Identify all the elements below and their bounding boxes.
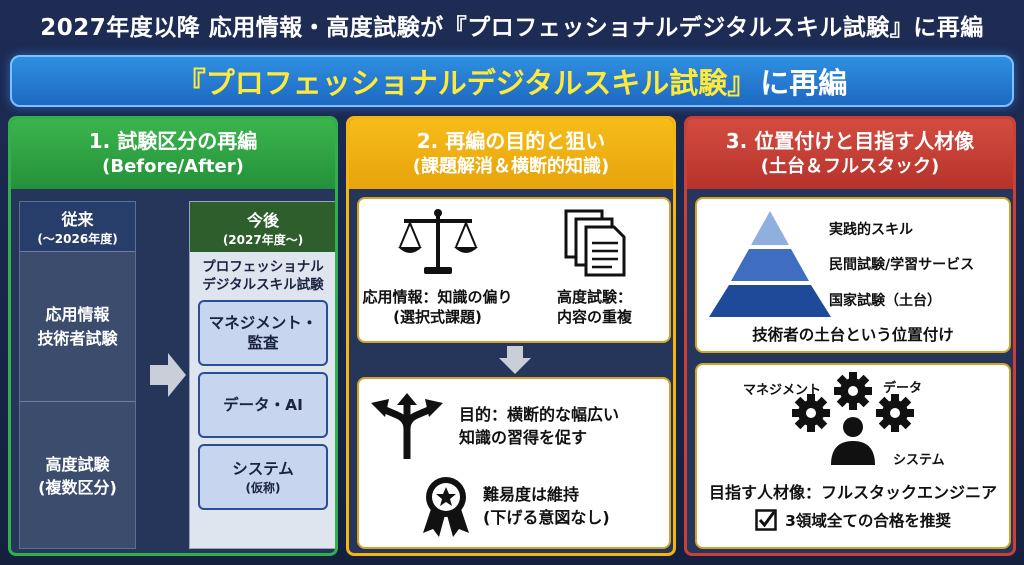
target-card: マネジメント データ システム [695, 363, 1011, 549]
purpose-line1: 目的：横断的な幅広い [459, 404, 620, 424]
before-item-line1: 応用情報 [45, 305, 110, 325]
page-title: 2027年度以降 応用情報・高度試験が『プロフェッショナルデジタルスキル試験』に… [40, 15, 984, 41]
difficulty-row: 難易度は維持 (下げる意図なし) [421, 475, 661, 537]
headline-banner: 『プロフェッショナルデジタルスキル試験』 に再編 [10, 55, 1014, 107]
arrow-down-icon [499, 346, 531, 374]
difficulty-line2: (下げる意図なし) [483, 508, 610, 527]
pyramid-card: 実践的スキル 民間試験/学習サービス 国家試験（土台） 技術者の土台という位置付… [695, 197, 1011, 353]
issue-line1: 高度試験： [556, 288, 632, 306]
pyramid-label-top: 実践的スキル [829, 222, 913, 238]
issues-card: 応用情報：知識の偏り (選択式課題) 高度試験： 内容の重複 [357, 197, 671, 343]
panel2-header: 2. 再編の目的と狙い (課題解消＆横断的知識) [349, 119, 673, 189]
panel2-subtitle: (課題解消＆横断的知識) [412, 156, 610, 178]
pyramid-level-top [751, 211, 789, 245]
panel-exam-restructure: 1. 試験区分の再編 (Before/After) 従来 (～2026年度) 応… [8, 116, 338, 556]
after-head-period: (2027年度～) [222, 232, 304, 247]
branching-arrows-icon [371, 393, 443, 459]
before-item-applied: 応用情報 技術者試験 [20, 252, 135, 401]
panel-positioning: 3. 位置付けと目指す人材像 (土台＆フルスタック) 実践的スキル 民間試験/学… [684, 116, 1016, 556]
after-item-management: マネジメント・ 監査 [198, 300, 328, 367]
difficulty-line1: 難易度は維持 [483, 484, 580, 504]
issue-applied: 応用情報：知識の偏り (選択式課題) [359, 199, 516, 341]
before-column: 従来 (～2026年度) 応用情報 技術者試験 高度試験 (複数区分) [19, 201, 136, 549]
before-item-line2: (複数区分) [38, 478, 117, 497]
after-exam-title-line2: デジタルスキル試験 [202, 277, 324, 294]
panel1-header: 1. 試験区分の再編 (Before/After) [11, 119, 335, 189]
banner-main-text: 『プロフェッショナルデジタルスキル試験』 [176, 66, 757, 100]
after-item-line1: マネジメント・ [208, 313, 318, 332]
after-item-line1: システム [232, 459, 294, 478]
issue-line2: 内容の重複 [556, 308, 632, 327]
panel1-body: 従来 (～2026年度) 応用情報 技術者試験 高度試験 (複数区分) 今後 (… [19, 193, 335, 549]
after-item-data-ai: データ・AI [198, 372, 328, 439]
after-head-label: 今後 [246, 210, 279, 230]
after-exam-title-line1: プロフェッショナル [202, 259, 324, 275]
checkbox-checked-icon [755, 509, 777, 531]
pyramid-label-middle: 民間試験/学習サービス [829, 257, 975, 273]
panel3-title: 3. 位置付けと目指す人材像 [725, 129, 975, 154]
issue-line2: (選択式課題) [393, 308, 482, 327]
issue-applied-text: 応用情報：知識の偏り (選択式課題) [362, 287, 512, 328]
issue-line1: 応用情報：知識の偏り [362, 288, 513, 306]
purpose-card: 目的：横断的な幅広い 知識の習得を促す 難易度は維持 (下げる意図なし) [357, 377, 671, 549]
issue-advanced: 高度試験： 内容の重複 [516, 199, 673, 341]
purpose-line2: 知識の習得を促す [459, 428, 588, 447]
panel2-body: 応用情報：知識の偏り (選択式課題) 高度試験： 内容の重複 [357, 193, 671, 549]
target-recommendation: 3領域全ての合格を推奨 [697, 509, 1009, 531]
documents-icon [564, 209, 625, 277]
before-item-line2: 技術者試験 [37, 328, 118, 348]
target-persona: 目指す人材像：フルスタックエンジニア [708, 483, 997, 502]
balance-scale-icon [397, 209, 478, 274]
before-item-line1: 高度試験 [45, 454, 110, 474]
pyramid-diagram [709, 211, 831, 317]
before-head-period: (～2026年度) [37, 232, 118, 246]
panel1-subtitle: (Before/After) [102, 156, 244, 178]
label-system: システム [893, 453, 945, 468]
panel3-header: 3. 位置付けと目指す人材像 (土台＆フルスタック) [687, 119, 1013, 189]
pyramid-level-middle [731, 249, 809, 281]
panel1-title: 1. 試験区分の再編 [88, 129, 258, 154]
before-head-label: 従来 [61, 210, 94, 229]
panel2-title: 2. 再編の目的と狙い [416, 129, 606, 154]
after-item-line1: データ・AI [223, 395, 303, 414]
gears-person-icon [792, 372, 914, 465]
issue-advanced-text: 高度試験： 内容の重複 [557, 287, 632, 328]
purpose-text: 目的：横断的な幅広い 知識の習得を促す [459, 403, 619, 449]
label-data: データ [883, 381, 923, 396]
label-management: マネジメント [743, 383, 822, 398]
banner-suffix-text: に再編 [760, 66, 848, 100]
difficulty-text: 難易度は維持 (下げる意図なし) [483, 483, 610, 529]
pyramid-level-base [709, 285, 831, 317]
arrow-right-icon [150, 353, 186, 397]
award-badge-icon [423, 477, 469, 537]
after-header: 今後 (2027年度～) [190, 202, 335, 252]
after-item-line2: (仮称) [245, 480, 281, 495]
panel-purpose: 2. 再編の目的と狙い (課題解消＆横断的知識) 応用情報：知 [346, 116, 676, 556]
after-exam-title: プロフェッショナル デジタルスキル試験 [190, 258, 335, 294]
before-item-advanced: 高度試験 (複数区分) [20, 401, 135, 550]
recommendation-text: 3領域全ての合格を推奨 [785, 512, 951, 530]
panel3-body: 実践的スキル 民間試験/学習サービス 国家試験（土台） 技術者の土台という位置付… [695, 193, 1011, 549]
pyramid-label-base: 国家試験（土台） [829, 293, 941, 309]
before-header: 従来 (～2026年度) [20, 202, 135, 252]
purpose-row: 目的：横断的な幅広い 知識の習得を促す [367, 393, 661, 459]
after-column: 今後 (2027年度～) プロフェッショナル デジタルスキル試験 マネジメント・… [189, 201, 335, 549]
after-item-system: システム (仮称) [198, 444, 328, 511]
pyramid-caption: 技術者の土台という位置付け [752, 326, 954, 344]
panel3-subtitle: (土台＆フルスタック) [760, 156, 940, 178]
after-item-line2: 監査 [247, 334, 279, 353]
